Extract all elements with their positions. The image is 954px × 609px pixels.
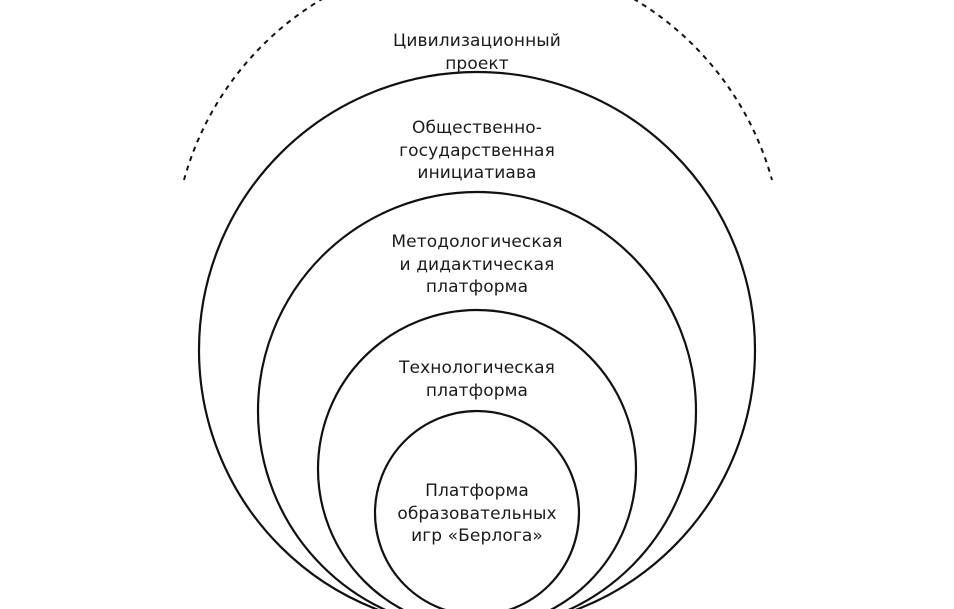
technological-platform-line: платформа: [425, 380, 529, 401]
methodological-didactic-platform-line: и дидактическая: [399, 254, 555, 275]
public-state-initiative-line: Общественно-: [411, 118, 543, 138]
educational-games-platform-circle: [373, 409, 581, 609]
civilizational-project-line: проект: [445, 53, 509, 74]
civilizational-project-line: Цивилизационный: [393, 31, 561, 51]
public-state-initiative-label: Общественно- государственная инициатиава: [399, 117, 555, 185]
technological-platform-label: Технологическая платформа: [399, 357, 555, 402]
educational-games-platform-line: игр «Берлога»: [411, 526, 543, 546]
public-state-initiative-line: государственная: [399, 140, 555, 161]
methodological-didactic-platform-circle: [256, 190, 698, 609]
public-state-initiative-circle: [197, 70, 757, 609]
methodological-didactic-platform-label: Методологическая и дидактическая платфор…: [391, 231, 562, 299]
technological-platform-circle: [316, 308, 638, 609]
educational-games-platform-label: Платформа образовательных игр «Берлога»: [397, 480, 556, 548]
methodological-didactic-platform-line: Методологическая: [391, 232, 563, 252]
civilizational-project-dashed-arc: [183, 0, 773, 181]
civilizational-project-label: Цивилизационный проект: [393, 30, 561, 75]
public-state-initiative-line: инициатиава: [417, 163, 537, 183]
educational-games-platform-line: Платформа: [425, 481, 529, 501]
technological-platform-line: Технологическая: [399, 358, 555, 378]
educational-games-platform-line: образовательных: [397, 503, 557, 524]
methodological-didactic-platform-line: платформа: [425, 277, 529, 297]
